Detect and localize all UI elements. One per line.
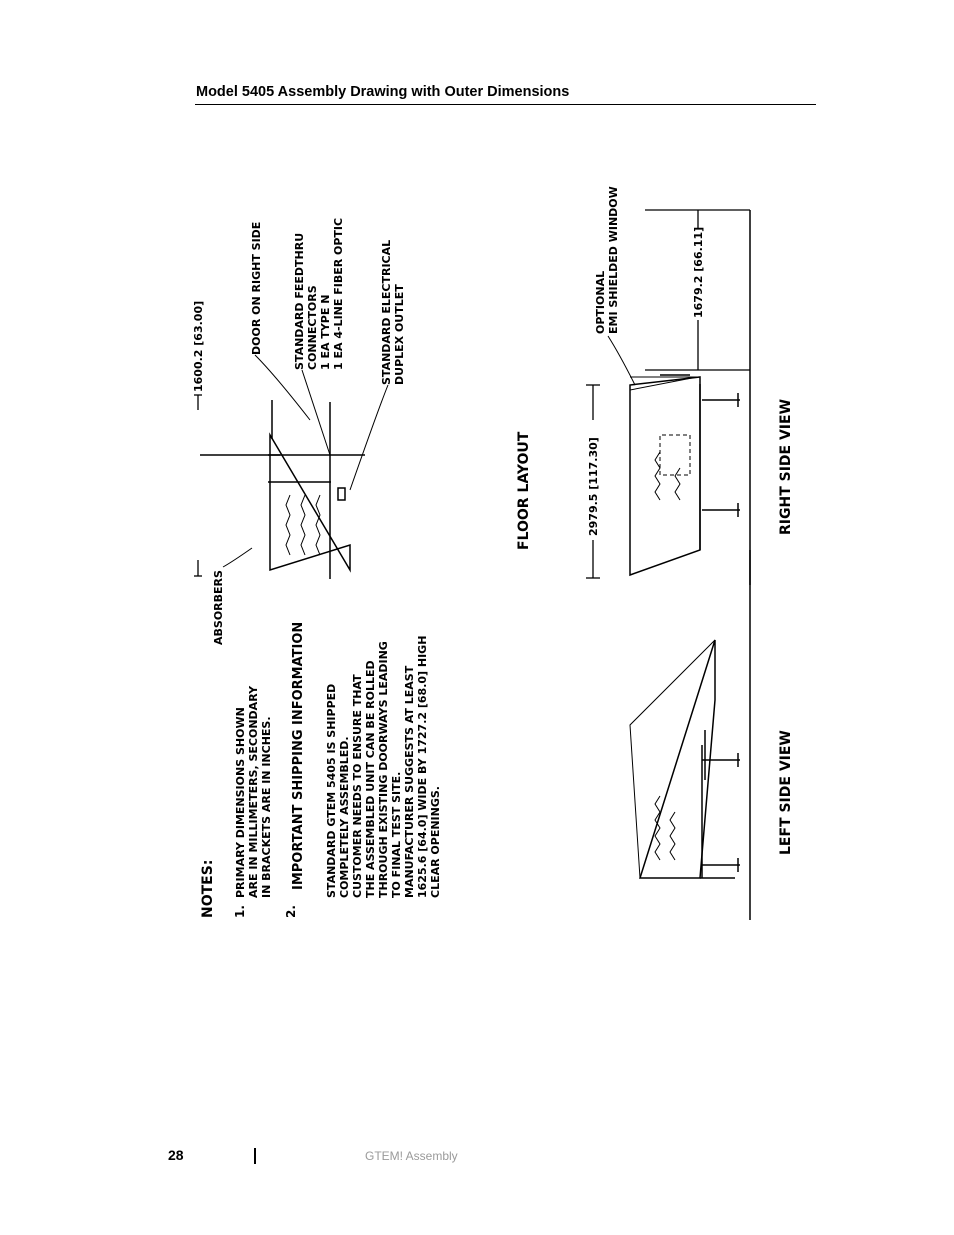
note2-number: 2. [284,905,298,918]
length-dim-label: 2979.5 [117.30] [587,437,600,536]
floor-layout-plan [200,400,365,579]
absorbers-leader [222,547,253,568]
notes-heading: NOTES: [200,860,216,918]
note1-line-1: PRIMARY DIMENSIONS SHOWN [234,707,247,898]
note2-line-7: MANUFACTURER SUGGESTS AT LEAST [403,665,416,898]
feedthru-line-1: STANDARD FEEDTHRU [293,233,306,370]
feedthru-leader [301,369,331,456]
absorbers-label: ABSORBERS [212,570,225,645]
note1-number: 1. [233,905,247,918]
feedthru-line-4: 1 EA 4-LINE FIBER OPTIC [332,218,345,370]
drawing-svg: NOTES: 1. PRIMARY DIMENSIONS SHOWN ARE I… [192,186,794,920]
note2-line-8: 1625.6 [64.0] WIDE BY 1727.2 [68.0] HIGH [416,636,429,898]
floor-width-dimension [194,394,202,577]
outlet-leader [349,384,389,491]
note1-line-3: IN BRACKETS ARE IN INCHES. [260,716,273,898]
note2-line-1: STANDARD GTEM 5405 IS SHIPPED [325,684,338,898]
length-dimension [586,384,600,579]
left-side-view [629,550,751,920]
note2-line-2: COMPLETELY ASSEMBLED. [338,736,351,898]
left-view-label: LEFT SIDE VIEW [778,730,794,855]
door-label: DOOR ON RIGHT SIDE [250,222,263,355]
footer-divider [254,1148,256,1164]
assembly-drawing: NOTES: 1. PRIMARY DIMENSIONS SHOWN ARE I… [190,140,810,930]
height-dimension [645,209,750,371]
note2-line-6: TO FINAL TEST SITE. [390,772,403,898]
note2-line-9: CLEAR OPENINGS. [429,786,442,898]
right-view-label: RIGHT SIDE VIEW [778,399,794,535]
height-dim-label: 1679.2 [66.11] [692,227,705,318]
floor-layout-label: FLOOR LAYOUT [516,431,532,550]
window-line-1: OPTIONAL [594,271,607,334]
door-leader [254,354,311,421]
page-title: Model 5405 Assembly Drawing with Outer D… [196,84,570,100]
note2-line-3: CUSTOMER NEEDS TO ENSURE THAT [351,674,364,898]
feedthru-line-3: 1 EA TYPE N [319,295,332,370]
floor-width-dim-label: 1600.2 [63.00] [192,301,205,392]
note2-line-4: THE ASSEMBLED UNIT CAN BE ROLLED [364,660,377,898]
outlet-line-1: STANDARD ELECTRICAL [380,240,393,385]
page-number: 28 [168,1147,184,1163]
window-leader [607,335,636,386]
right-side-view [629,210,751,585]
window-line-2: EMI SHIELDED WINDOW [607,186,620,334]
footer-section-name: GTEM! Assembly [365,1149,458,1163]
note2-line-5: THROUGH EXISTING DOORWAYS LEADING [377,641,390,898]
drawing-rotated-frame: NOTES: 1. PRIMARY DIMENSIONS SHOWN ARE I… [190,140,810,930]
note1-line-2: ARE IN MILLIMETERS, SECONDARY [247,685,260,898]
feedthru-line-2: CONNECTORS [306,285,319,370]
title-rule [195,104,816,105]
outlet-line-2: DUPLEX OUTLET [393,284,406,385]
note2-heading: IMPORTANT SHIPPING INFORMATION [291,622,306,890]
